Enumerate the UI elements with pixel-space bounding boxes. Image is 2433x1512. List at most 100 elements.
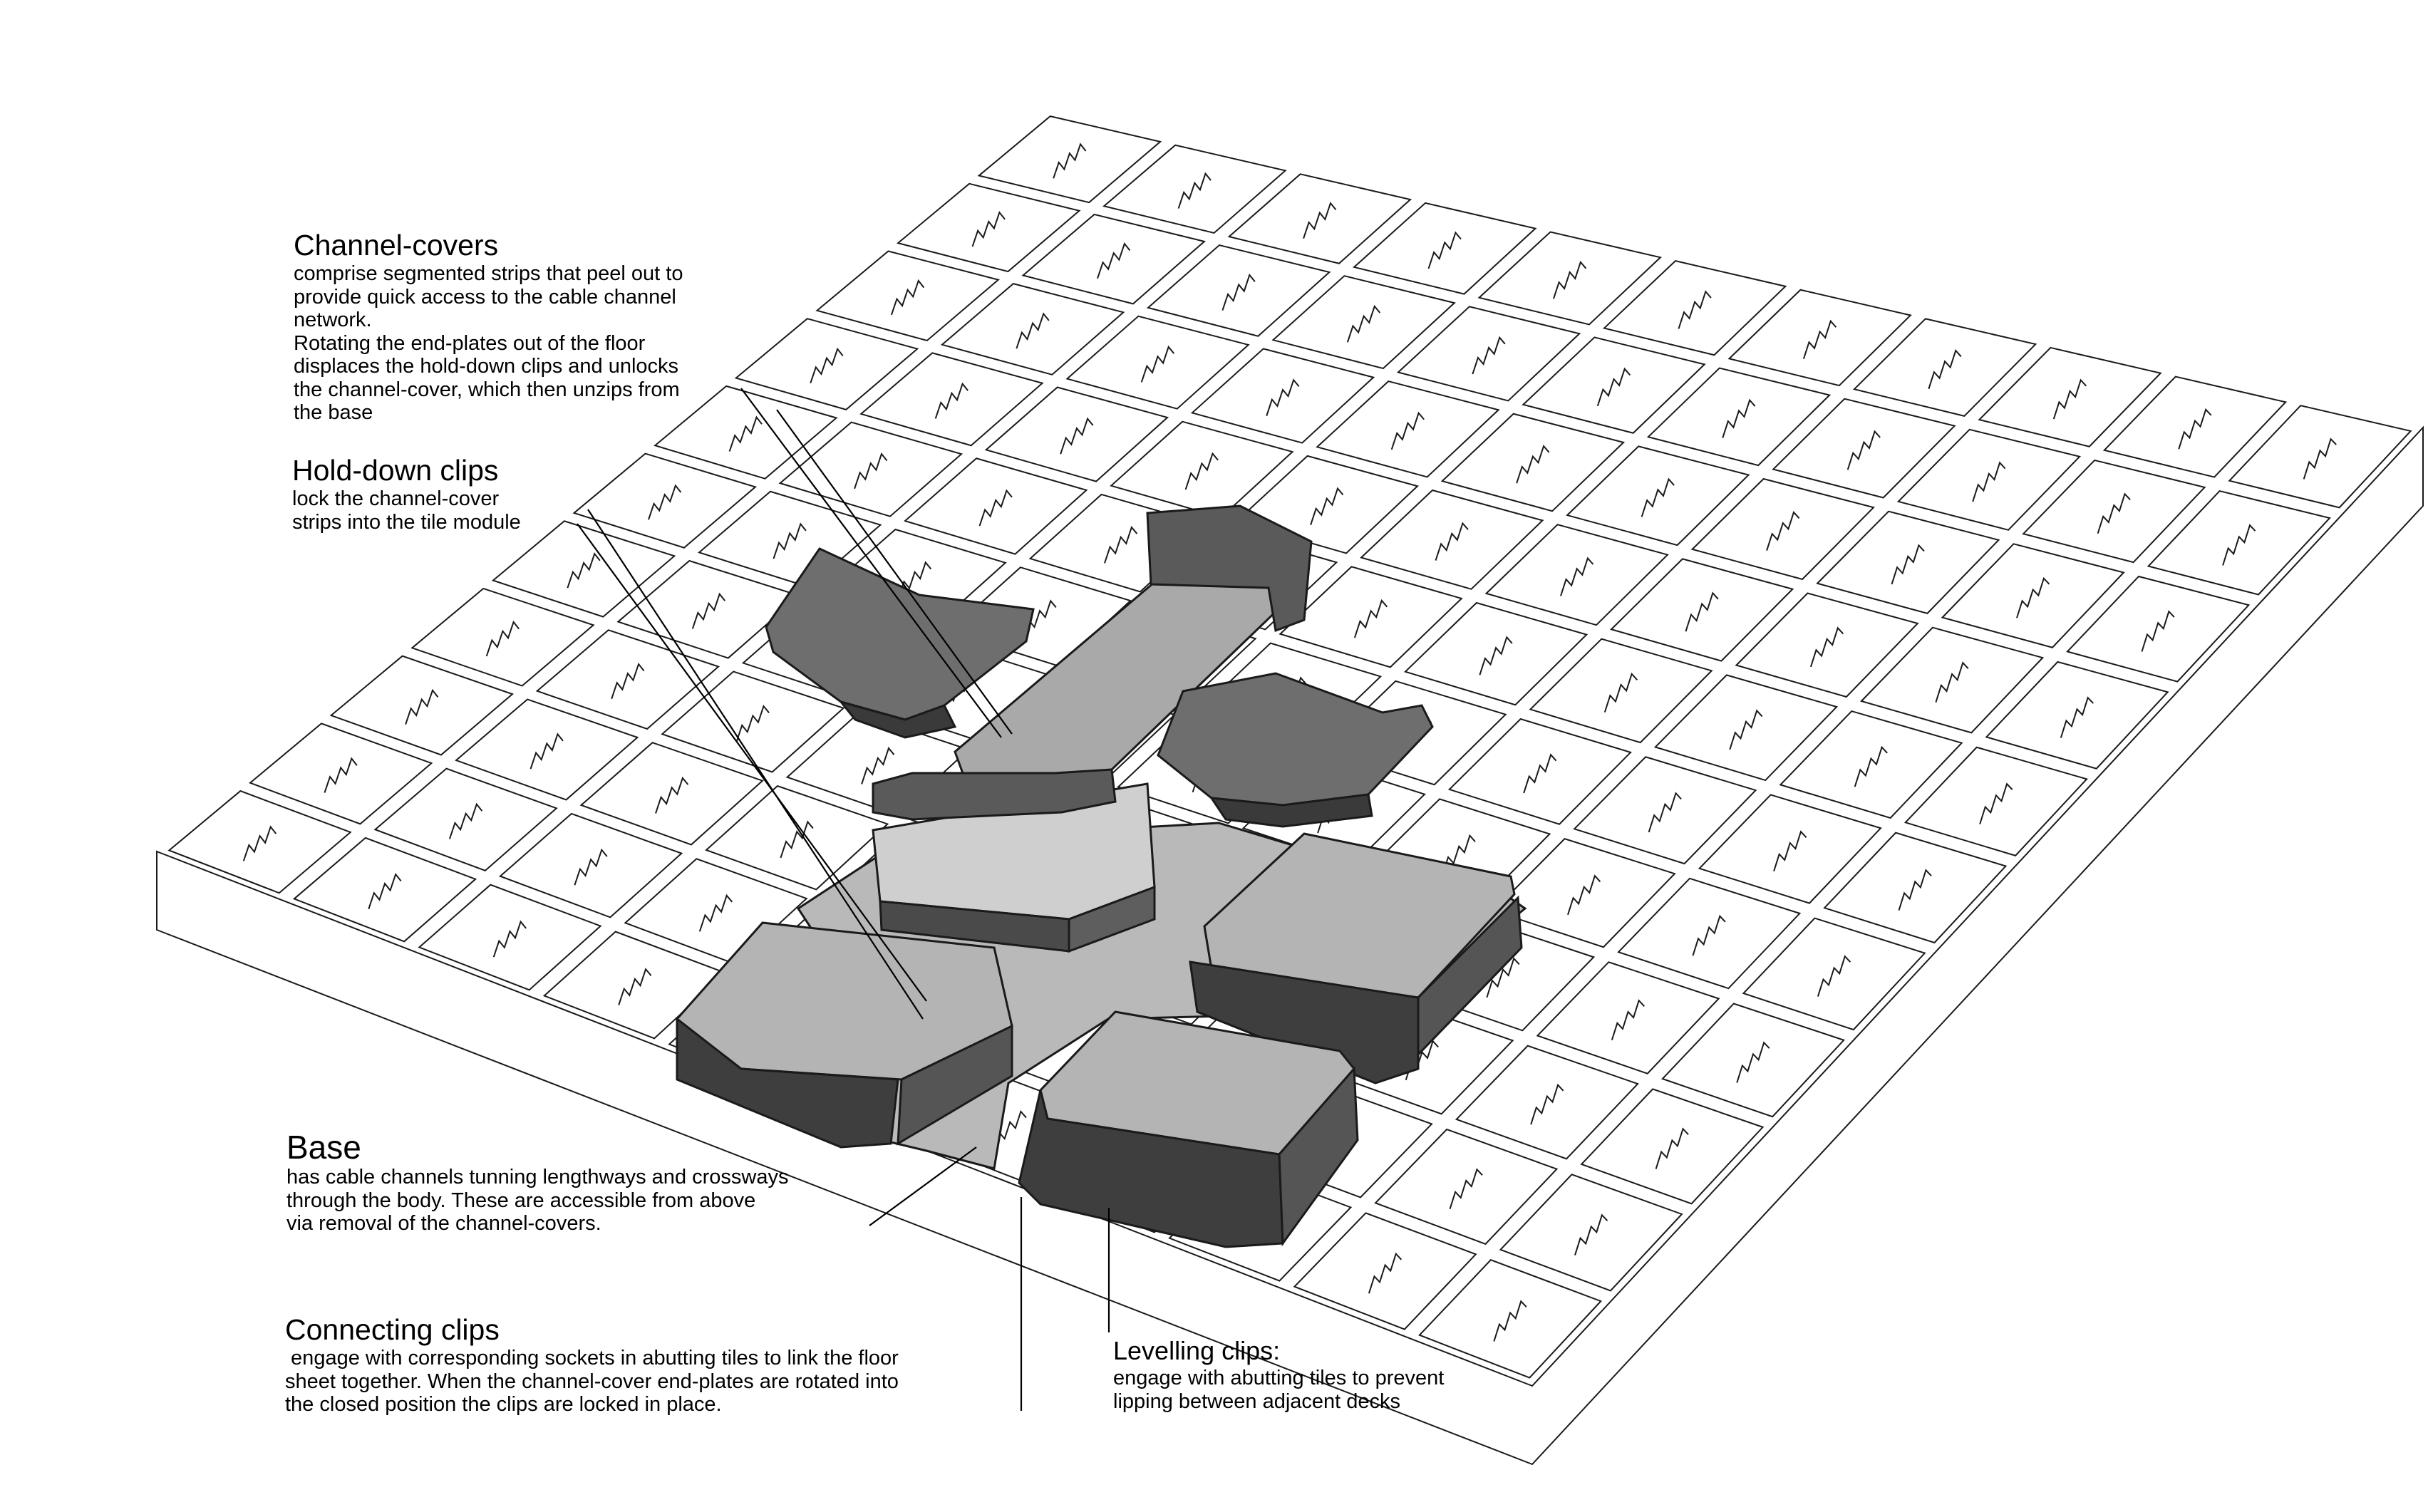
channel-covers-line-3: network. <box>294 309 372 331</box>
floor-tile <box>1190 348 1375 444</box>
tile-clip-slot <box>2222 524 2256 566</box>
tile-clip-slot <box>1427 231 1462 269</box>
tile-clip-slot <box>368 872 402 910</box>
tile-clip-slot <box>1972 461 2006 502</box>
floor-tile <box>1352 202 1537 295</box>
floor-tile <box>1146 244 1331 337</box>
tile-clip-slot <box>1266 378 1300 416</box>
floor-tile <box>1816 510 2000 614</box>
connecting-clips-heading: Connecting clips <box>285 1313 500 1346</box>
tile-clip-slot <box>1678 290 1712 329</box>
tile-clip-slot <box>1567 874 1601 916</box>
base-line-1: has cable channels tunning lengthways an… <box>286 1166 789 1189</box>
floor-tile <box>1271 275 1456 370</box>
floor-tile <box>734 318 919 410</box>
floor-tile <box>1102 144 1287 234</box>
tile-clip-slot <box>1303 202 1337 239</box>
tile-clip-slot <box>1692 914 1726 956</box>
floor-tile <box>491 520 676 618</box>
floor-tile <box>1447 718 1632 825</box>
floor-tile <box>1573 756 1757 865</box>
base-leader <box>869 1146 977 1226</box>
floor-tile <box>2022 459 2206 564</box>
connecting-clips-line-3: the closed position the clips are locked… <box>285 1393 722 1416</box>
tile-clip-slot <box>728 415 763 452</box>
floor-tile <box>410 587 595 687</box>
floor-tile <box>1580 1088 1765 1205</box>
tile-clip-slot <box>2052 378 2087 420</box>
tile-clip-slot <box>1898 869 1932 911</box>
floor-tile <box>1896 428 2082 531</box>
tile-clip-slot <box>1766 510 1800 552</box>
tile-clip-slot <box>1530 1083 1564 1125</box>
floor-tile <box>1418 1259 1603 1379</box>
floor-tile <box>1779 710 1963 819</box>
floor-tile <box>2102 376 2288 478</box>
tile-clip-slot <box>1472 336 1506 375</box>
tile-clip-slot <box>1390 411 1425 450</box>
tile-clip-slot <box>1449 1168 1483 1209</box>
tile-clip-slot <box>405 688 439 725</box>
tile-clip-slot <box>1655 1127 1689 1169</box>
floor-tile <box>1110 420 1294 519</box>
tile-clip-slot <box>1736 1041 1770 1083</box>
floor-tile <box>1403 601 1589 706</box>
floor-tile <box>1536 961 1720 1075</box>
tile-clip-slot <box>611 662 645 700</box>
floor-tile <box>1279 566 1463 668</box>
tile-clip-slot <box>2060 696 2094 738</box>
levelling-clips-heading: Levelling clips: <box>1113 1336 1281 1365</box>
floor-tile <box>1455 1045 1639 1160</box>
floor-tile <box>572 452 757 549</box>
base-line-2: through the body. These are accessible f… <box>286 1189 756 1212</box>
tile-clip-slot <box>1435 522 1469 561</box>
floor-tile <box>904 457 1088 555</box>
floor-tile <box>1440 413 1626 512</box>
channel-covers-line-7: the base <box>294 401 373 424</box>
floor-tile <box>1735 592 1919 698</box>
tile-clip-slot <box>1221 273 1256 311</box>
tile-clip-slot <box>1809 626 1844 668</box>
floor-tile <box>1484 524 1669 626</box>
channel-cover-left-arm <box>765 547 1035 739</box>
floor-tile <box>778 421 964 517</box>
tile-clip-slot <box>1596 367 1631 407</box>
channel-covers-annotation: Channel-covers comprise segmented strips… <box>294 228 792 425</box>
floor-tile <box>1661 1003 1845 1118</box>
tile-clip-slot <box>978 489 1013 527</box>
hold-down-clips-line-1: lock the channel-cover <box>292 487 500 510</box>
floor-tile <box>815 250 1000 342</box>
tile-clip-slot <box>1368 1252 1403 1294</box>
tile-clip-slot <box>1060 417 1094 455</box>
floor-tile <box>1610 558 1794 662</box>
connecting-clips-line-1: engage with corresponding sockets in abu… <box>285 1347 899 1369</box>
leader-lines <box>577 388 1110 1411</box>
tile-clip-slot <box>1574 1213 1608 1255</box>
connecting-clips-annotation: Connecting clips engage with correspondi… <box>285 1312 1026 1417</box>
tile-clip-slot <box>1560 556 1594 596</box>
base-block-back <box>872 782 1156 953</box>
levelling-clips-line-2: lipping between adjacent decks <box>1113 1389 1401 1413</box>
channel-covers-line-6: the channel-cover, which then unzips fro… <box>294 378 680 401</box>
floor-tile <box>2228 405 2412 509</box>
tile-clip-slot <box>1442 834 1476 874</box>
floor-tile <box>1698 794 1882 904</box>
tile-clip-slot <box>1854 745 1888 787</box>
floor-side-faces <box>156 425 2424 1466</box>
tile-clip-slot <box>324 757 358 793</box>
floor-tile <box>1772 398 1956 499</box>
floor-tile <box>1985 661 2169 770</box>
tile-clip-slot <box>854 452 888 490</box>
tile-clip-slot <box>1493 1300 1527 1342</box>
floor-tile <box>1903 746 2088 856</box>
tile-clip-slot <box>1479 636 1513 675</box>
tile-clip-slot <box>2097 492 2131 534</box>
tile-clip-slot <box>1053 143 1087 179</box>
base-line-3: via removal of the channel-covers. <box>286 1212 601 1235</box>
tile-clip-slot <box>1310 487 1344 526</box>
tile-clip-slot <box>1603 672 1638 713</box>
floor-tile <box>1374 1128 1559 1246</box>
levelling-clips-line-1: engage with abutting tiles to prevent <box>1113 1367 1445 1389</box>
tile-clip-slot <box>890 279 925 316</box>
